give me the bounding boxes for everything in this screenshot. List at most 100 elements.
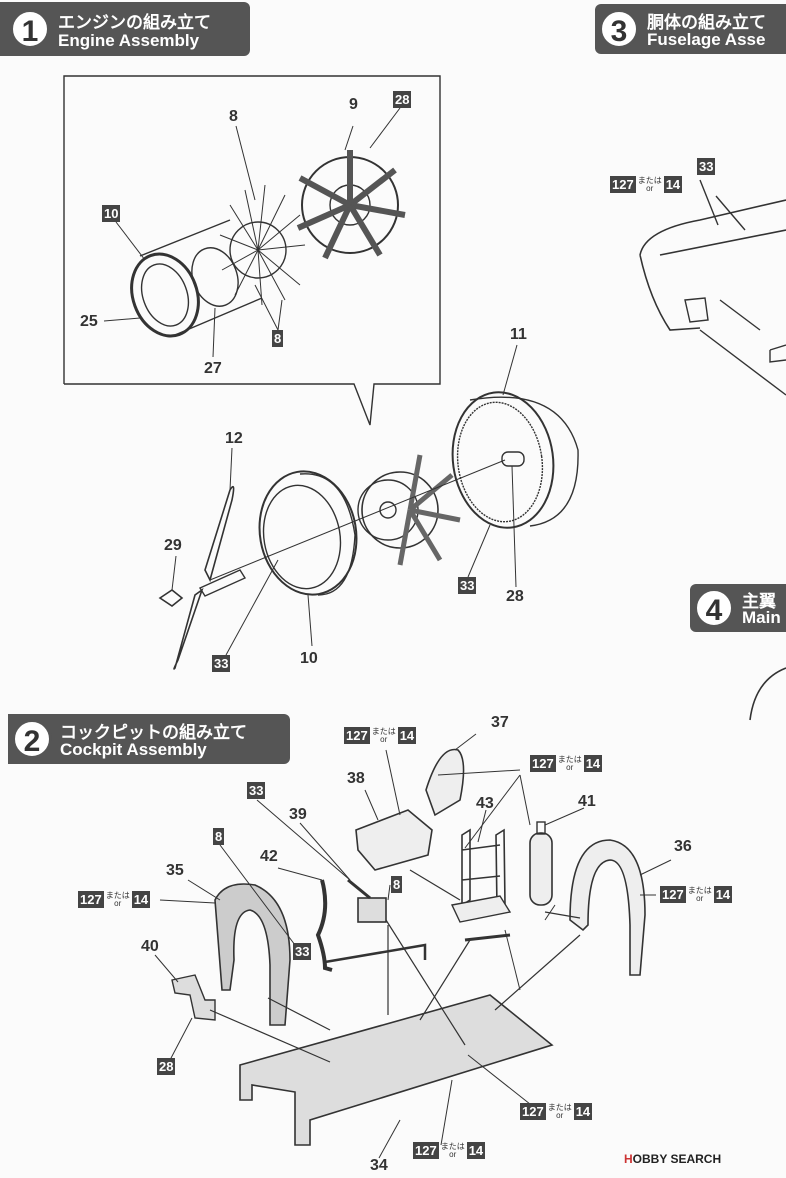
headrest-part	[425, 748, 465, 817]
part-label-40: 40	[141, 938, 159, 955]
part-box-127: 127	[530, 755, 556, 772]
part-box-127: 127	[413, 1142, 439, 1159]
part-box-14: 14	[131, 891, 151, 908]
step-title-jp: 主翼	[742, 592, 776, 611]
brand-name: OBBY	[632, 1152, 668, 1166]
step-title-en: Main	[742, 608, 781, 627]
step-title-en: Fuselage Asse	[647, 30, 766, 49]
part-box-8: 8	[272, 330, 284, 347]
alt-en: or	[556, 1110, 564, 1120]
part-label-9: 9	[349, 96, 358, 113]
step-1-header: 1 エンジンの組み立て Engine Assembly	[0, 2, 250, 56]
part-box-33: 33	[247, 782, 266, 799]
alt-en: or	[449, 1149, 457, 1159]
engine-detail-callout	[63, 75, 441, 426]
step-4-header: 4 主翼 Main	[690, 584, 786, 632]
alt-jp: または	[557, 754, 582, 764]
part-box-14: 14	[713, 886, 733, 903]
part-label-27: 27	[204, 360, 222, 377]
part-box-14: 14	[583, 755, 603, 772]
control-stick-part	[315, 879, 333, 972]
step-title-jp: エンジンの組み立て	[58, 13, 211, 32]
part-box-8: 8	[213, 828, 225, 845]
part-box-127: 127	[520, 1103, 546, 1120]
alt-jp: または	[547, 1102, 572, 1112]
part-label-29: 29	[164, 537, 182, 554]
propeller-blade-upper	[204, 485, 235, 583]
seat-part	[355, 809, 433, 871]
part-label-43: 43	[476, 795, 494, 812]
part-label-41: 41	[578, 793, 596, 810]
part-label-36: 36	[674, 838, 692, 855]
cockpit-floor-part	[239, 994, 554, 1146]
part-label-35: 35	[166, 862, 184, 879]
alt-jp: または	[440, 1141, 465, 1151]
step-number: 4	[694, 588, 734, 628]
part-box-28: 28	[157, 1058, 176, 1075]
part-label-34: 34	[370, 1157, 388, 1174]
alt-jp: または	[371, 726, 396, 736]
alt-jp: または	[687, 885, 712, 895]
step-title-jp: コックピットの組み立て	[60, 723, 247, 742]
brand-mark: H	[624, 1152, 633, 1166]
rear-bulkhead-part	[569, 839, 646, 976]
alt-jp: または	[637, 175, 662, 185]
step-title-jp: 胴体の組み立て	[647, 13, 766, 32]
part-box-14: 14	[663, 176, 683, 193]
step-number: 3	[599, 9, 639, 49]
part-label-8: 8	[229, 108, 238, 125]
step-2-header: 2 コックピットの組み立て Cockpit Assembly	[8, 714, 290, 764]
rudder-pedal-part	[357, 897, 387, 923]
part-label-10: 10	[300, 650, 318, 667]
cowl-ring-part	[130, 252, 200, 338]
part-box-33: 33	[293, 943, 312, 960]
step-title-en: Cockpit Assembly	[60, 740, 207, 759]
ring-27-part	[191, 247, 239, 307]
part-box-14: 14	[466, 1142, 486, 1159]
part-label-28: 28	[506, 588, 524, 605]
part-box-33: 33	[697, 158, 716, 175]
part-box-10: 10	[102, 205, 121, 222]
part-label-42: 42	[260, 848, 278, 865]
part-box-33: 33	[212, 655, 231, 672]
cowl-11-part	[451, 391, 555, 529]
step-title-en: Engine Assembly	[58, 31, 200, 50]
alt-en: or	[566, 762, 574, 772]
part-box-28: 28	[393, 91, 412, 108]
part-box-33: 33	[458, 577, 477, 594]
spinner-29-part	[158, 589, 184, 607]
part-box-127: 127	[660, 886, 686, 903]
propeller-blade-lower	[173, 587, 204, 670]
part-box-14: 14	[573, 1103, 593, 1120]
part-box-8: 8	[391, 876, 403, 893]
part-label-11: 11	[510, 326, 527, 343]
part-label-37: 37	[491, 714, 509, 731]
step-number: 2	[12, 719, 52, 759]
part-label-12: 12	[225, 430, 243, 447]
part-box-127: 127	[610, 176, 636, 193]
hobby-search-watermark: HOBBY SEARCH	[624, 1152, 721, 1166]
step-3-header: 3 胴体の組み立て Fuselage Asse	[595, 4, 786, 54]
part-label-38: 38	[347, 770, 365, 787]
oxygen-bottle-part	[529, 832, 553, 906]
alt-en: or	[646, 183, 654, 193]
part-40	[171, 974, 216, 1021]
part-box-14: 14	[397, 727, 417, 744]
alt-jp: または	[105, 890, 130, 900]
alt-en: or	[114, 898, 122, 908]
part-box-127: 127	[344, 727, 370, 744]
